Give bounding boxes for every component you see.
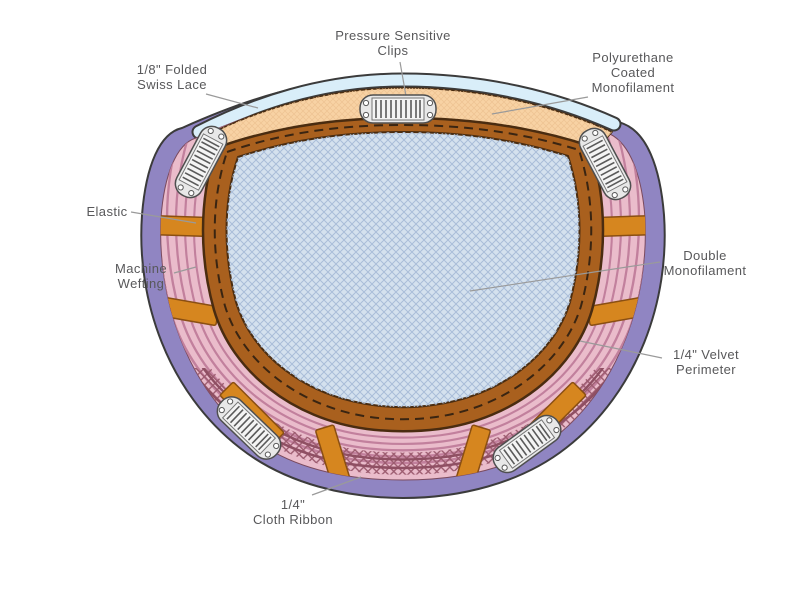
elastic-strip (315, 424, 355, 480)
leader-line (173, 266, 197, 274)
leader-line (130, 211, 197, 224)
monofilament-center (225, 130, 581, 409)
label-machine-wefting: Machine Wefting (115, 261, 167, 291)
label-swiss-lace: 1/8" Folded Swiss Lace (136, 62, 208, 92)
label-polyurethane: Polyurethane Coated Monofilament (591, 50, 675, 95)
leader-line (399, 61, 407, 97)
label-double-monofilament: Double Monofilament (663, 248, 747, 278)
leader-line (205, 93, 259, 109)
leader-lines (130, 61, 663, 496)
label-pressure-sensitive-clips: Pressure Sensitive Clips (335, 28, 451, 58)
leader-line (491, 96, 589, 115)
elastic-strip (451, 424, 491, 480)
leader-line (469, 261, 661, 292)
leader-line (579, 340, 663, 359)
pressure-clip (359, 94, 437, 124)
label-cloth-ribbon: 1/4" Cloth Ribbon (253, 497, 333, 527)
label-velvet-perimeter: 1/4" Velvet Perimeter (672, 347, 740, 377)
leader-line (311, 476, 362, 496)
label-elastic: Elastic (86, 204, 128, 219)
